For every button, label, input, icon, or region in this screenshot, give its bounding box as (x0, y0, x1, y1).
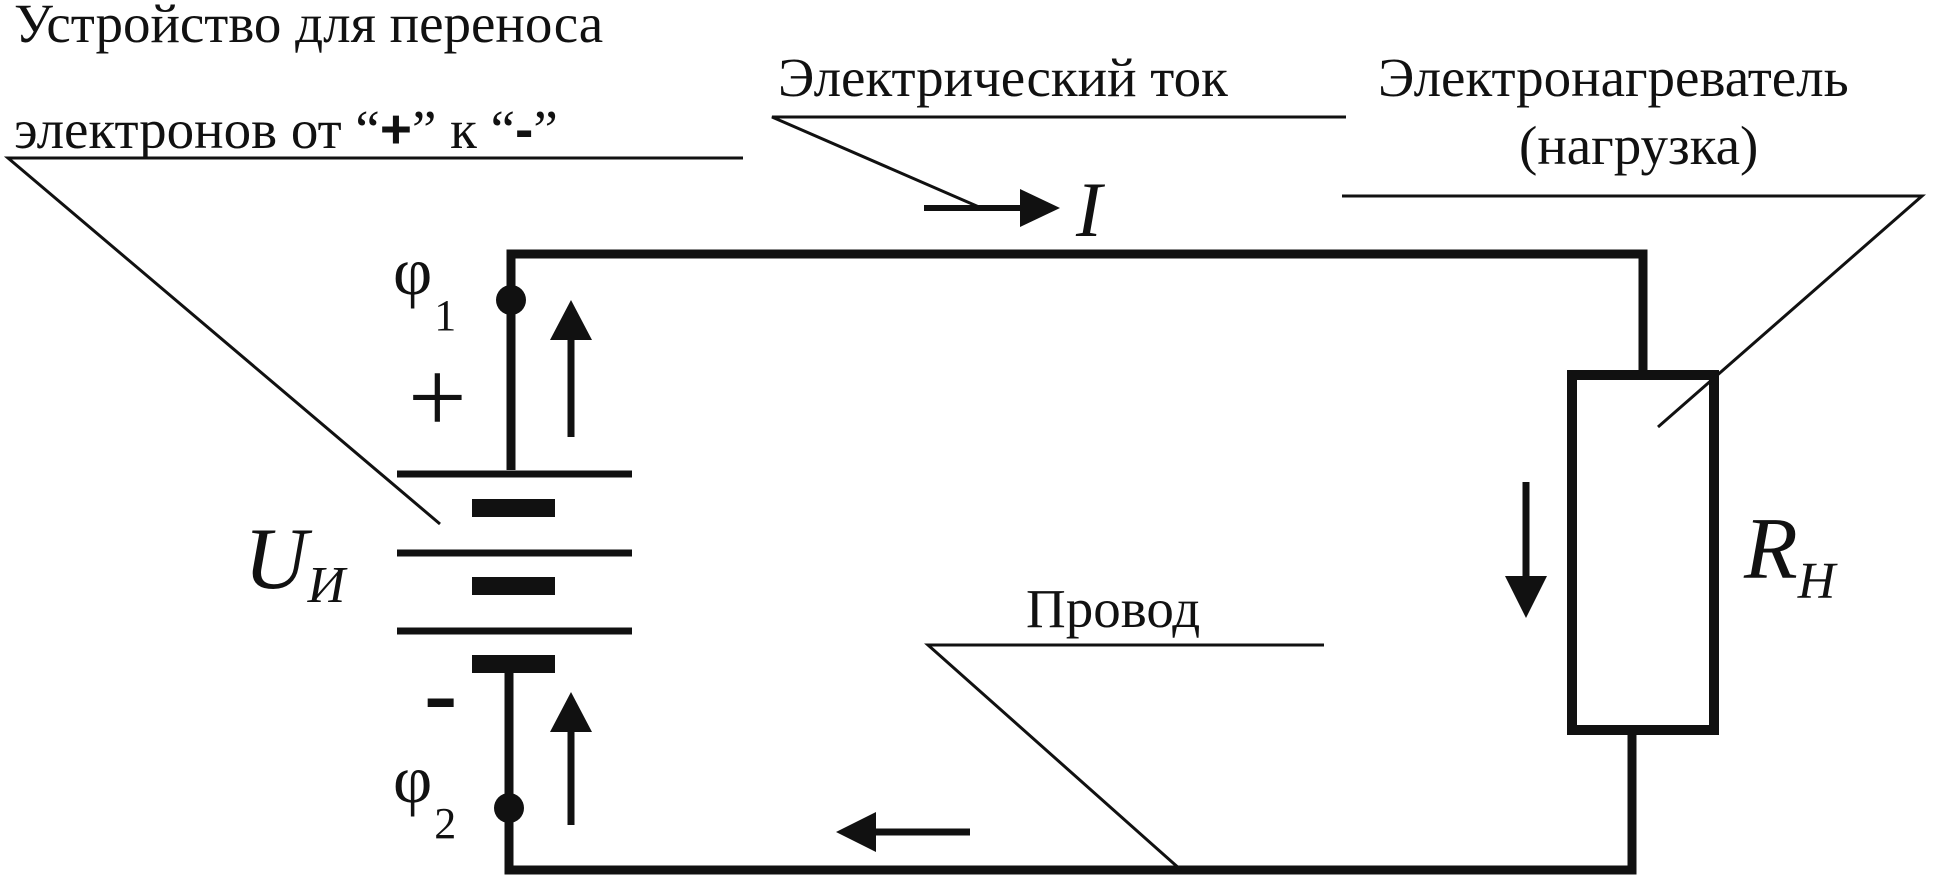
current-arrow-bottom (836, 812, 970, 852)
minus-sign: - (424, 637, 457, 748)
phi2-label: φ2 (393, 741, 456, 848)
load-resistor (1567, 370, 1719, 735)
heater-caption-line2: (нагрузка) (1519, 115, 1758, 176)
source-voltage-label: UИ (244, 511, 348, 614)
terminal-dot-phi2 (494, 793, 524, 823)
battery-source (397, 470, 632, 673)
plus-sign: + (408, 340, 467, 455)
phi1-label: φ1 (393, 233, 456, 340)
wire-caption: Провод (1026, 578, 1200, 639)
device-caption-line2: электронов от “+” к “-” (14, 98, 558, 160)
device-caption-line1: Устройство для переноса (14, 0, 603, 54)
current-arrow-resistor (1505, 482, 1547, 618)
leader-current (771, 115, 1346, 209)
current-symbol: I (1075, 166, 1106, 253)
leader-device (3, 156, 743, 526)
current-arrow-top (924, 189, 1060, 227)
circuit-wires (504, 249, 1648, 875)
load-resistance-label: RН (1743, 501, 1838, 610)
leader-lines (3, 115, 1926, 872)
electron-arrow-upper (550, 300, 592, 437)
top-wire (506, 249, 1648, 470)
bottom-wire (504, 664, 1637, 875)
current-caption: Электрический ток (778, 47, 1228, 108)
leader-heater (1342, 194, 1926, 429)
electron-arrow-lower (550, 692, 592, 825)
leader-wire (924, 643, 1324, 872)
heater-caption-line1: Электронагреватель (1378, 47, 1849, 108)
terminal-dot-phi1 (496, 285, 526, 315)
